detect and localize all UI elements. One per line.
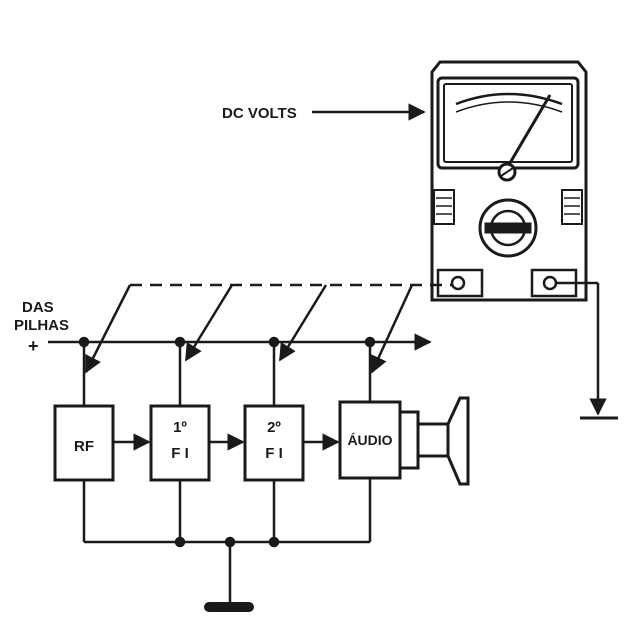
supply-bus <box>48 333 432 406</box>
probe-lead <box>84 283 452 374</box>
ground-icon <box>204 602 254 612</box>
block-rf: RF <box>53 404 115 482</box>
multimeter-icon <box>430 60 588 302</box>
fi1-number: 1º <box>173 419 187 436</box>
block-fi2: 2º F I <box>243 404 305 482</box>
block-audio: ÁUDIO <box>338 400 402 480</box>
fi2-number: 2º <box>267 419 281 436</box>
rf-label: RF <box>74 438 94 455</box>
fi2-label: F I <box>265 445 283 462</box>
dc-volts-label: DC VOLTS <box>222 105 297 122</box>
block-fi1: 1º F I <box>149 404 211 482</box>
ground-bus <box>82 478 372 604</box>
audio-label: ÁUDIO <box>347 432 392 448</box>
pilhas-label: PILHAS <box>14 317 69 334</box>
plus-label: + <box>28 336 39 356</box>
meter-ground-lead <box>556 281 618 420</box>
loudspeaker-icon <box>398 396 470 486</box>
fi1-label: F I <box>171 445 189 462</box>
das-label: DAS <box>22 299 54 316</box>
